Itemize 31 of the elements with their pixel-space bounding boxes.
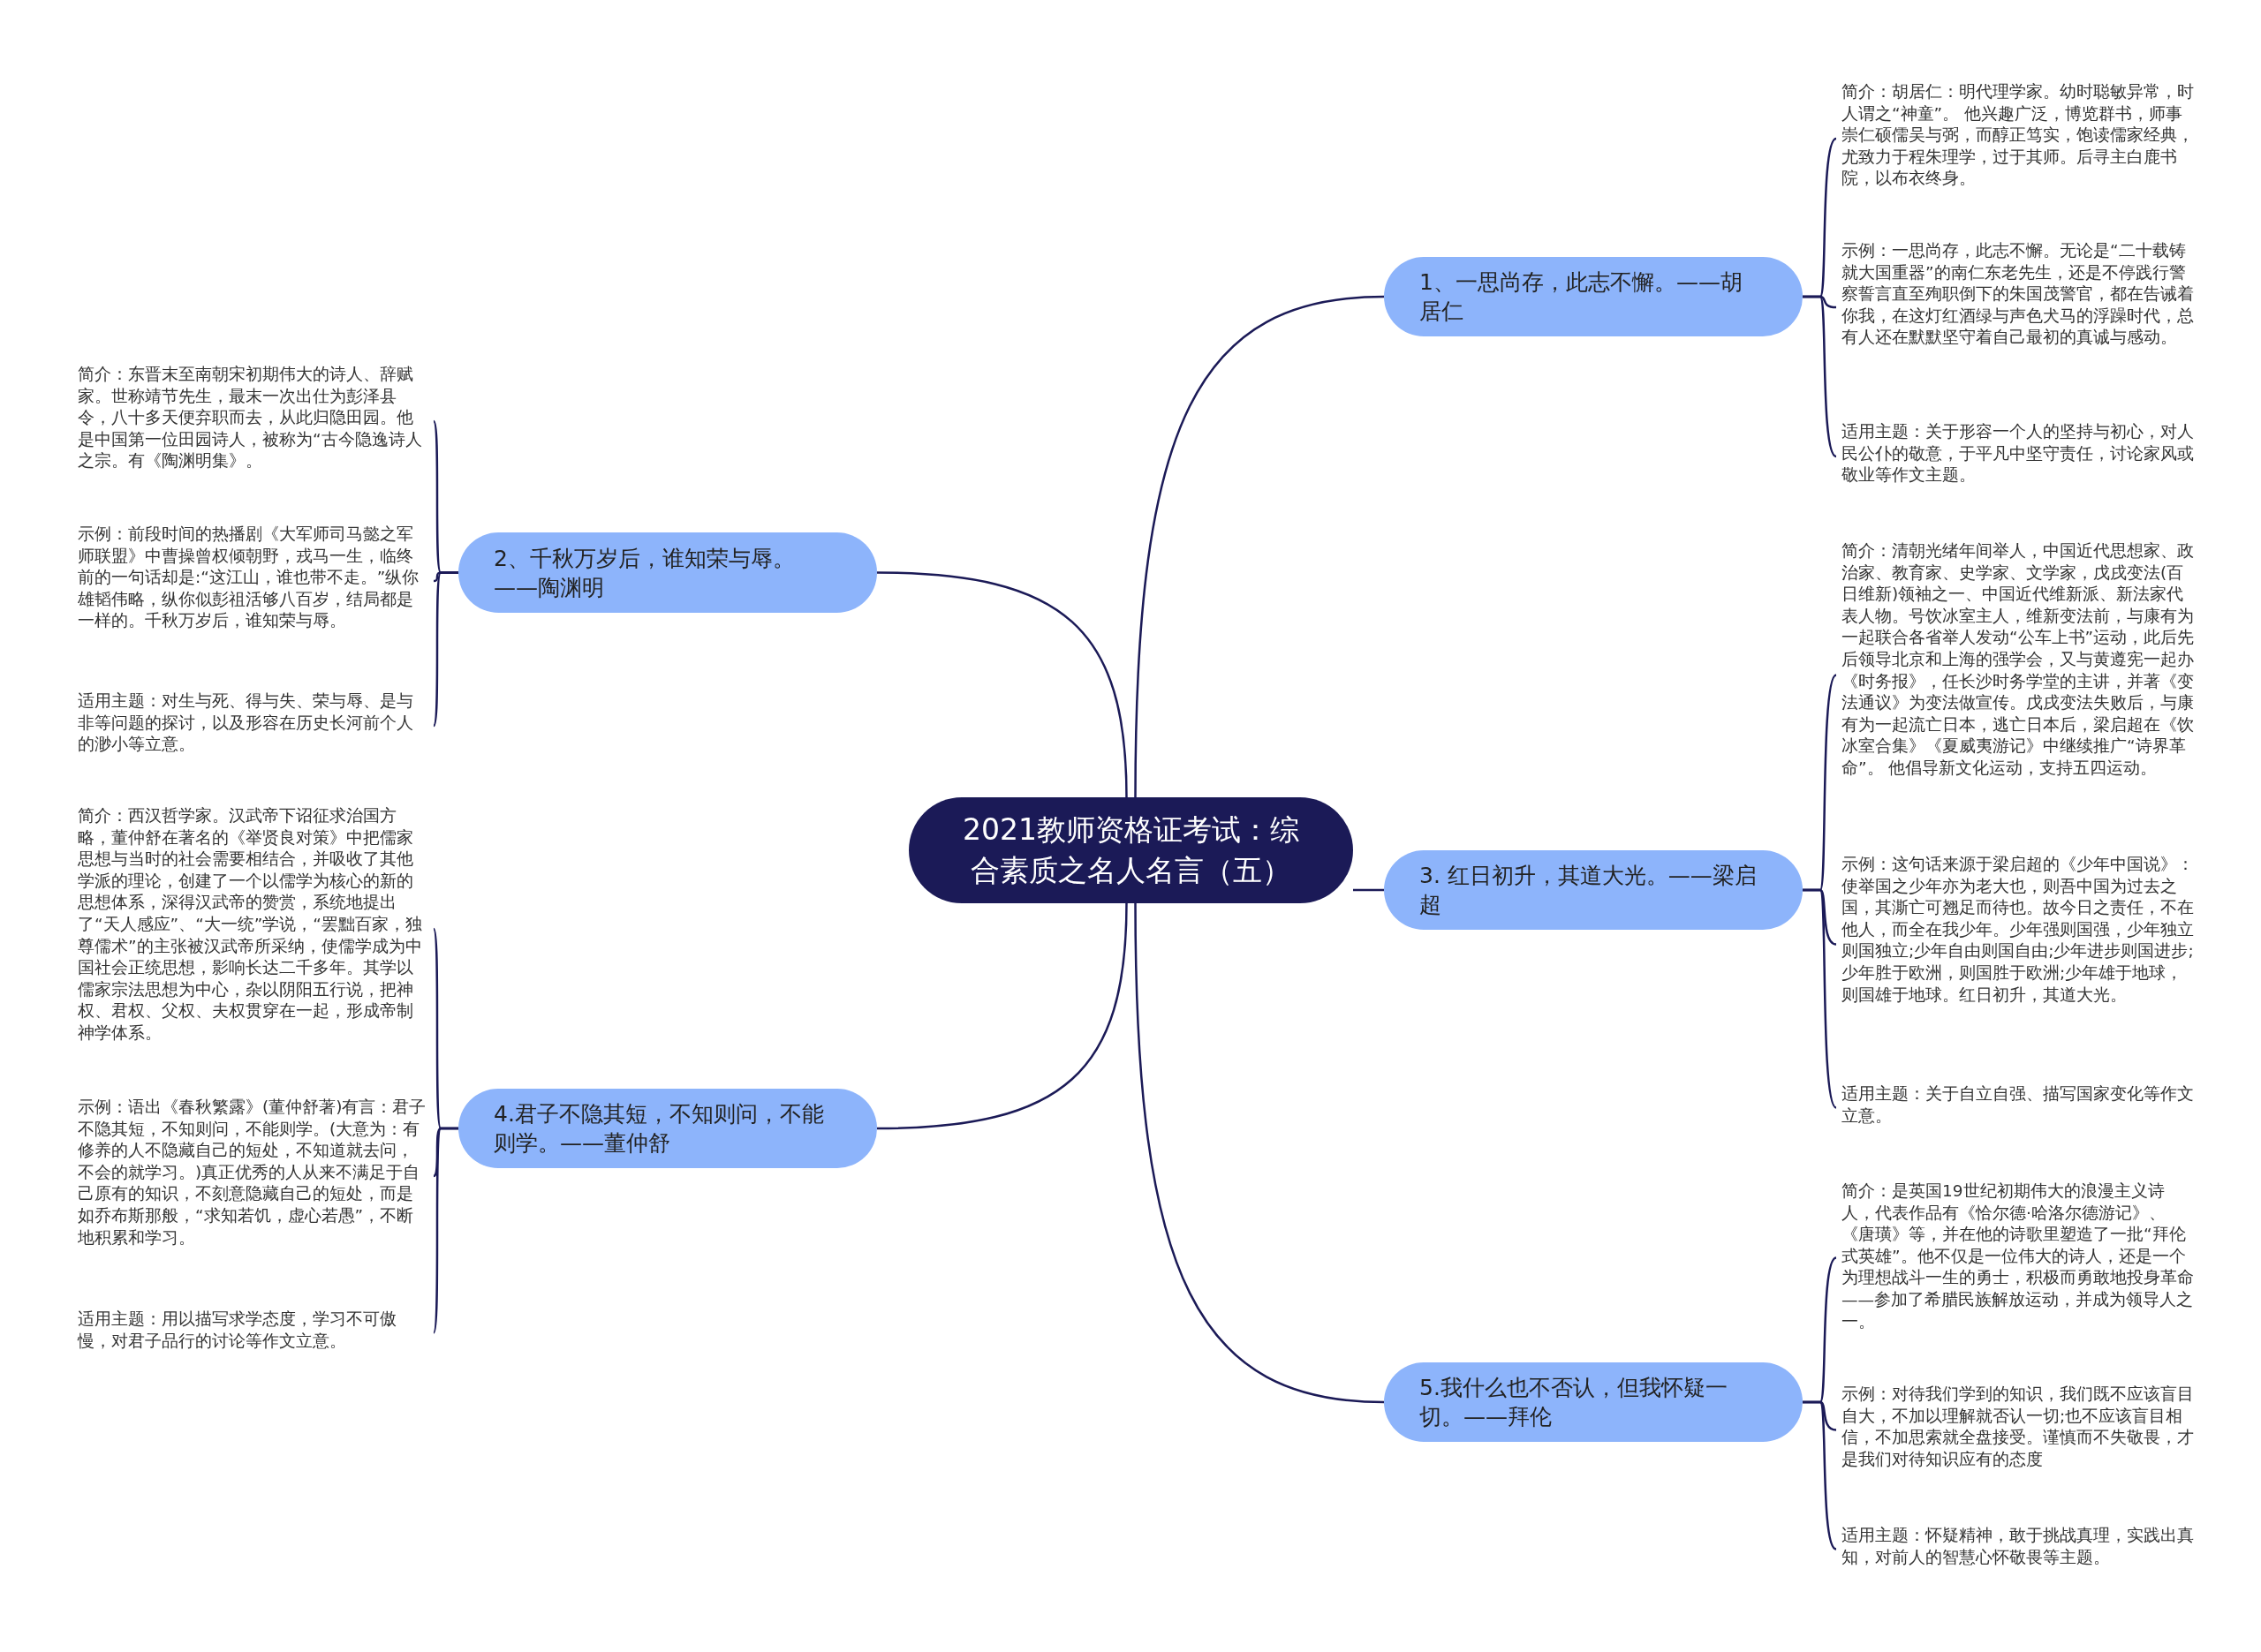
connector-line xyxy=(432,1127,458,1333)
topic-box: 4.君子不隐其短，不知则问，不能则学。——董仲舒 xyxy=(458,1089,877,1168)
note-text: 示例：语出《春秋繁露》(董仲舒著)有言：君子不隐其短，不知则问，不能则学。(大意为：有修养的人不隐藏自己的短处，不知道就去问，不会的就学习。)真正优秀的人从来不满足于自己原有的知识，不刻意隐藏自己的短处，而是如乔布斯那般，“求知若饥，虚心若愚”，不断地积累和学习。 xyxy=(78,1097,427,1249)
note-text: 示例：对待我们学到的知识，我们既不应该盲目自大，不加以理解就否认一切;也不应该盲目相信，不加思索就全盘接受。谨慎而不失敬畏，才是我们对待知识应有的态度 xyxy=(1841,1384,2195,1471)
connector-line xyxy=(1803,295,1837,457)
topic-box: 3. 红日初升，其道大光。——梁启超 xyxy=(1384,850,1803,930)
note-text: 示例：前段时间的热播剧《大军师司马懿之军师联盟》中曹操曾权倾朝野，戎马一生，临终前的一句话却是:“这江山，谁也带不走。”纵你雄韬伟略，纵你似彭祖活够八百岁，结局都是一样的。千秋万岁后，谁知荣与辱。 xyxy=(78,524,427,632)
note-text: 示例：这句话来源于梁启超的《少年中国说》：使举国之少年亦为老大也，则吾中国为过去之国，其澌亡可翘足而待也。故今日之责任，不在他人，而全在我少年。少年强则国强，少年独立则国独立;少年自由则国自由;少年进步则国进步;少年胜于欧洲，则国胜于欧洲;少年雄于地球，则国雄于地球。红日初升，其道大光。 xyxy=(1841,854,2195,1007)
note-text: 适用主题：对生与死、得与失、荣与辱、是与非等问题的探讨，以及形容在历史长河前个人的渺小等立意。 xyxy=(78,690,427,756)
note-text: 适用主题：怀疑精神，敢于挑战真理，实践出真知，对前人的智慧心怀敬畏等主题。 xyxy=(1841,1525,2195,1569)
note-text: 适用主题：关于形容一个人的坚持与初心，对人民公仆的敬意，于平凡中坚守责任，讨论家风或敬业等作文主题。 xyxy=(1841,421,2195,487)
connector-line xyxy=(1803,1400,1837,1550)
connector-line xyxy=(1803,888,1837,1109)
connector-line xyxy=(432,571,458,727)
note-text: 简介：清朝光绪年间举人，中国近代思想家、政治家、教育家、史学家、文学家，戊戌变法(百日维新)领袖之一、中国近代维新派、新法家代表人物。号饮冰室主人，维新变法前，与康有为一起联合各省举人发动“公车上书”运动，此后先后领导北京和上海的强学会，又与黄遵宪一起办《时务报》，任长沙时务学堂的主讲，并著《变法通议》为变法做宣传。戊戌变法失败后，与康有为一起流亡日本，逃亡日本后，梁启超在《饮冰室合集》《夏威夷游记》中继续推广“诗界革命”。 他倡导新文化运动，支持五四运动。 xyxy=(1841,540,2195,780)
note-text: 简介：胡居仁：明代理学家。幼时聪敏异常，时人谓之“神童”。 他兴趣广泛，博览群书，师事崇仁硕儒吴与弼，而醇正笃实，饱读儒家经典，尤致力于程朱理学，过于其师。后寻主白鹿书院，以布衣终身。 xyxy=(1841,81,2195,190)
connector-line xyxy=(1134,295,1385,797)
connector-line xyxy=(876,902,1128,1130)
connector-line xyxy=(876,571,1128,798)
topic-box: 5.我什么也不否认，但我怀疑一切。——拜伦 xyxy=(1384,1362,1803,1442)
topic-box: 1、一思尚存，此志不懈。——胡居仁 xyxy=(1384,257,1803,336)
topic-box: 2、千秋万岁后，谁知荣与辱。——陶渊明 xyxy=(458,532,877,613)
note-text: 适用主题：用以描写求学态度，学习不可傲慢，对君子品行的讨论等作文立意。 xyxy=(78,1309,427,1353)
central-topic-box: 2021教师资格证考试：综合素质之名人名言（五） xyxy=(909,797,1353,903)
connector-line xyxy=(1353,888,1384,892)
note-text: 简介：西汉哲学家。汉武帝下诏征求治国方略，董仲舒在著名的《举贤良对策》中把儒家思想与当时的社会需要相结合，并吸收了其他学派的理论，创建了一个以儒学为核心的新的思想体系，深得汉武帝的赞赏，系统地提出了“天人感应”、“大一统”学说，“罢黜百家，独尊儒术”的主张被汉武帝所采纳，使儒学成为中国社会正统思想，影响长达二千多年。其学以儒家宗法思想为中心，杂以阴阳五行说，把神权、君权、父权、夫权贯穿在一起，形成帝制神学体系。 xyxy=(78,805,427,1045)
note-text: 简介：是英国19世纪初期伟大的浪漫主义诗人，代表作品有《恰尔德·哈洛尔德游记》、《唐璜》等，并在他的诗歌里塑造了一批“拜伦式英雄”。他不仅是一位伟大的诗人，还是一个为理想战斗一生的勇士，积极而勇敢地投身革命——参加了希腊民族解放运动，并成为领导人之一。 xyxy=(1841,1181,2195,1333)
note-text: 示例：一思尚存，此志不懈。无论是“二十载铸就大国重器”的南仁东老先生，还是不停践行警察誓言直至殉职倒下的朱国茂警官，都在告诫着你我，在这灯红酒绿与声色犬马的浮躁时代，总有人还在默默坚守着自己最初的真诚与感动。 xyxy=(1841,240,2195,349)
connector-line xyxy=(1134,903,1385,1404)
note-text: 适用主题：关于自立自强、描写国家变化等作文立意。 xyxy=(1841,1083,2195,1128)
note-text: 简介：东晋末至南朝宋初期伟大的诗人、辞赋家。世称靖节先生，最末一次出仕为彭泽县令，八十多天便弃职而去，从此归隐田园。他是中国第一位田园诗人，被称为“古今隐逸诗人之宗。有《陶渊明集》。 xyxy=(78,364,427,472)
